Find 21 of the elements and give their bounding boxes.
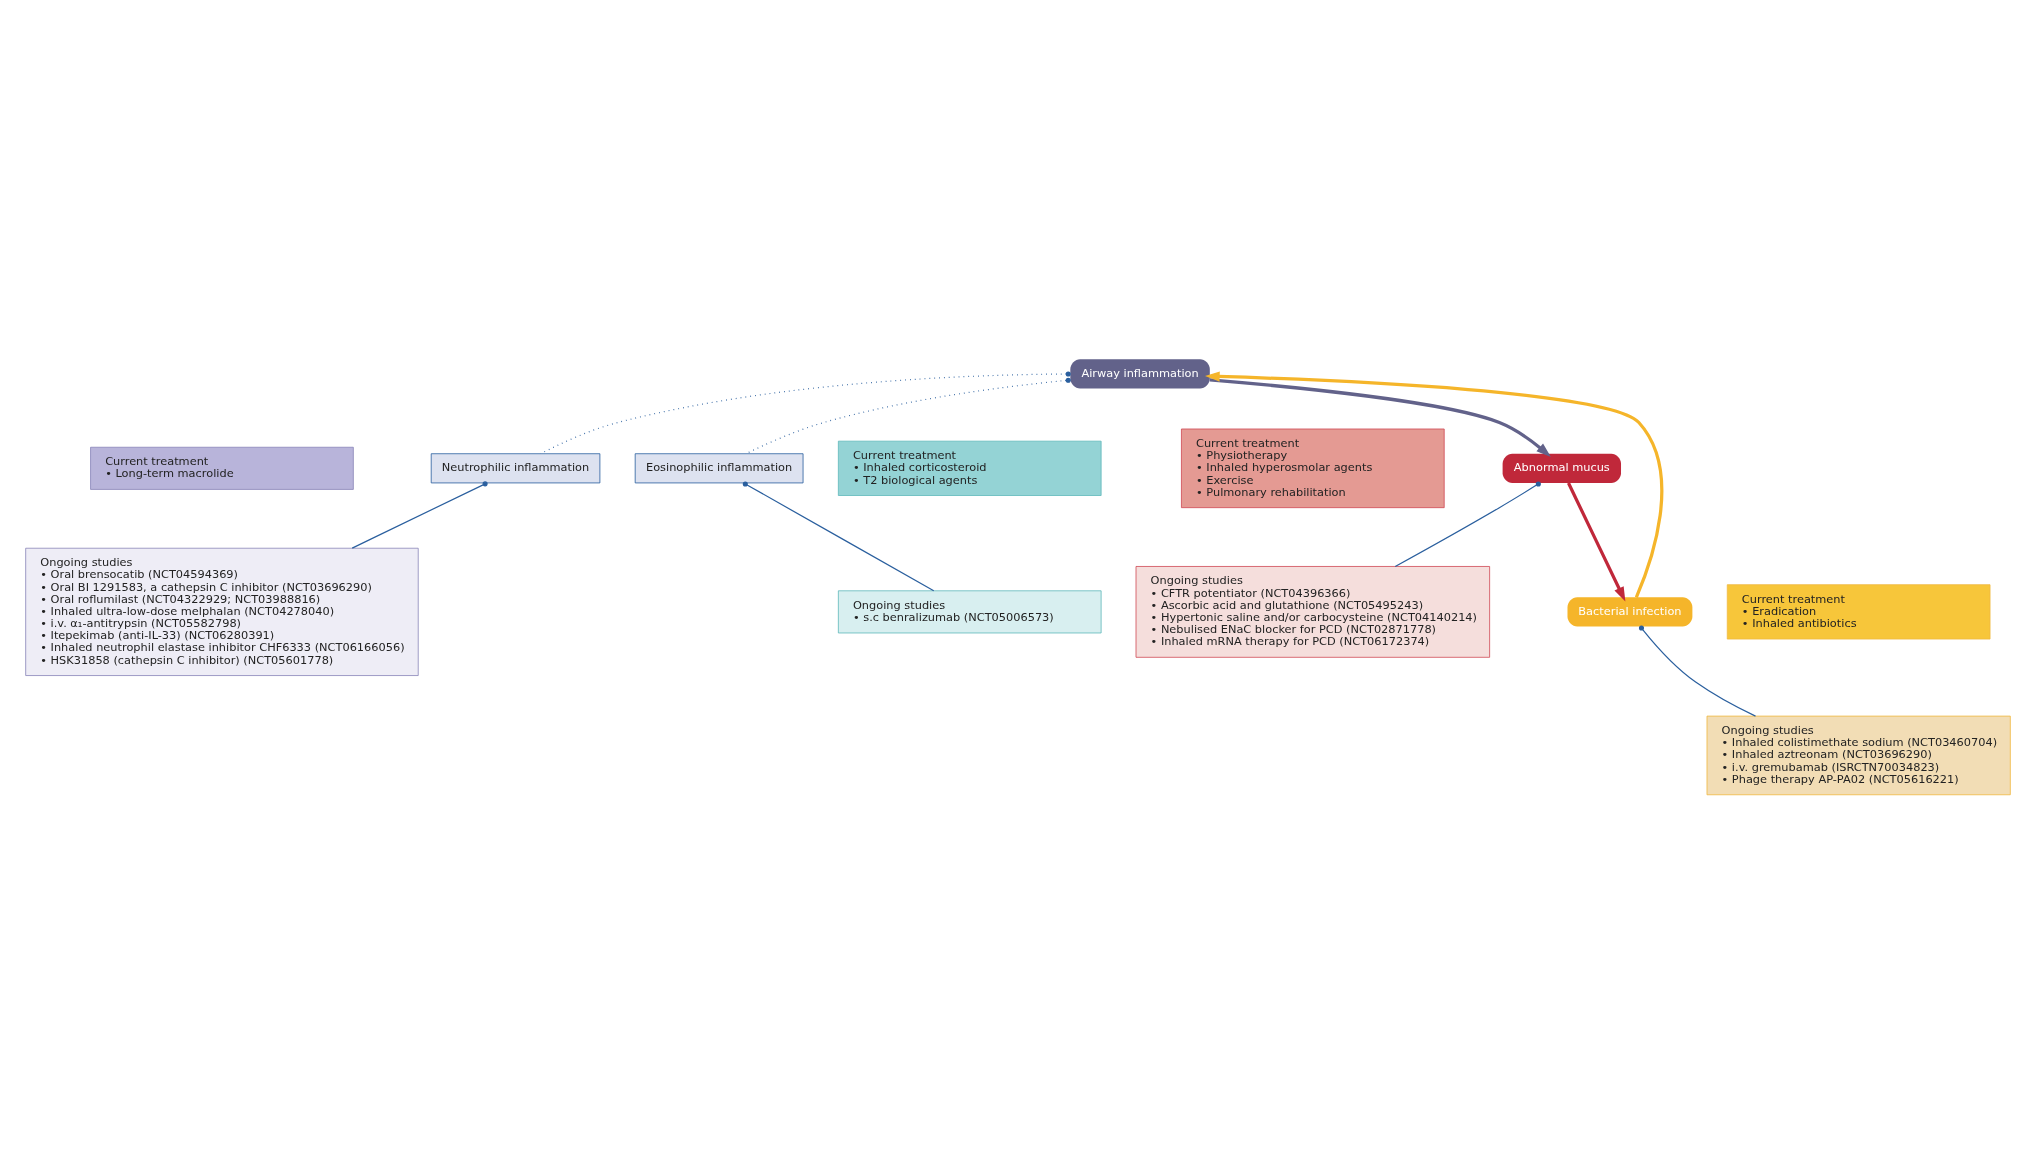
node-box: Airway inflammation xyxy=(1070,359,1210,389)
node-box: Eosinophilic inflammation xyxy=(634,453,804,484)
node-box: Ongoing studies • Oral brensocatib (NCT04594369) • Oral BI 1291583, a cathepsin C inhibitor (NCT03696290) • Oral roflumilast (NCT04322929; NCT03988816) • Inhaled ultra-low-dose melphalan (NCT04278040) • i.v. α₁-antitrypsin (NCT05582798) • Itepekimab (anti-IL-33) (NCT06280391) • Inhaled neutrophil elastase inhibitor CHF6333 (NCT06166056) • HSK31858 (cathepsin C inhibitor) (NCT05601778) xyxy=(25,547,419,676)
node-box: Current treatment • Inhaled corticosteroid • T2 biological agents xyxy=(837,440,1102,496)
node-box: Abnormal mucus xyxy=(1502,453,1621,483)
node-box: Ongoing studies • Inhaled colistimethate sodium (NCT03460704) • Inhaled aztreonam (NCT03696290) • i.v. gremubamab (ISRCTN70034823) • Phage therapy AP-PA02 (NCT05616221) xyxy=(1706,715,2011,796)
node-box: Current treatment • Physiotherapy • Inhaled hyperosmolar agents • Exercise • Pulmonary rehabilitation xyxy=(1181,428,1445,509)
node-box: Current treatment • Long-term macrolide xyxy=(90,446,354,490)
connector xyxy=(540,371,1071,455)
arrow xyxy=(1209,378,1551,457)
node-box: Current treatment • Eradication • Inhaled antibiotics xyxy=(1726,584,1991,640)
arrow xyxy=(1567,482,1626,602)
connector xyxy=(1638,625,1757,717)
node-box: Neutrophilic inflammation xyxy=(430,453,601,484)
connector xyxy=(351,481,488,549)
node-box: Ongoing studies • s.c benralizumab (NCT05006573) xyxy=(837,590,1102,634)
connector xyxy=(1394,481,1541,568)
node-box: Bacterial infection xyxy=(1567,597,1693,627)
node-box: Ongoing studies • CFTR potentiator (NCT04396366) • Ascorbic acid and glutathione (NCT05495243) • Hypertonic saline and/or carbocysteine (NCT04140214) • Nebulised ENaC blocker for PCD (NCT02871778) • Inhaled mRNA therapy for PCD (NCT06172374) xyxy=(1135,566,1491,658)
arrow xyxy=(1205,371,1664,598)
connector xyxy=(742,481,935,592)
